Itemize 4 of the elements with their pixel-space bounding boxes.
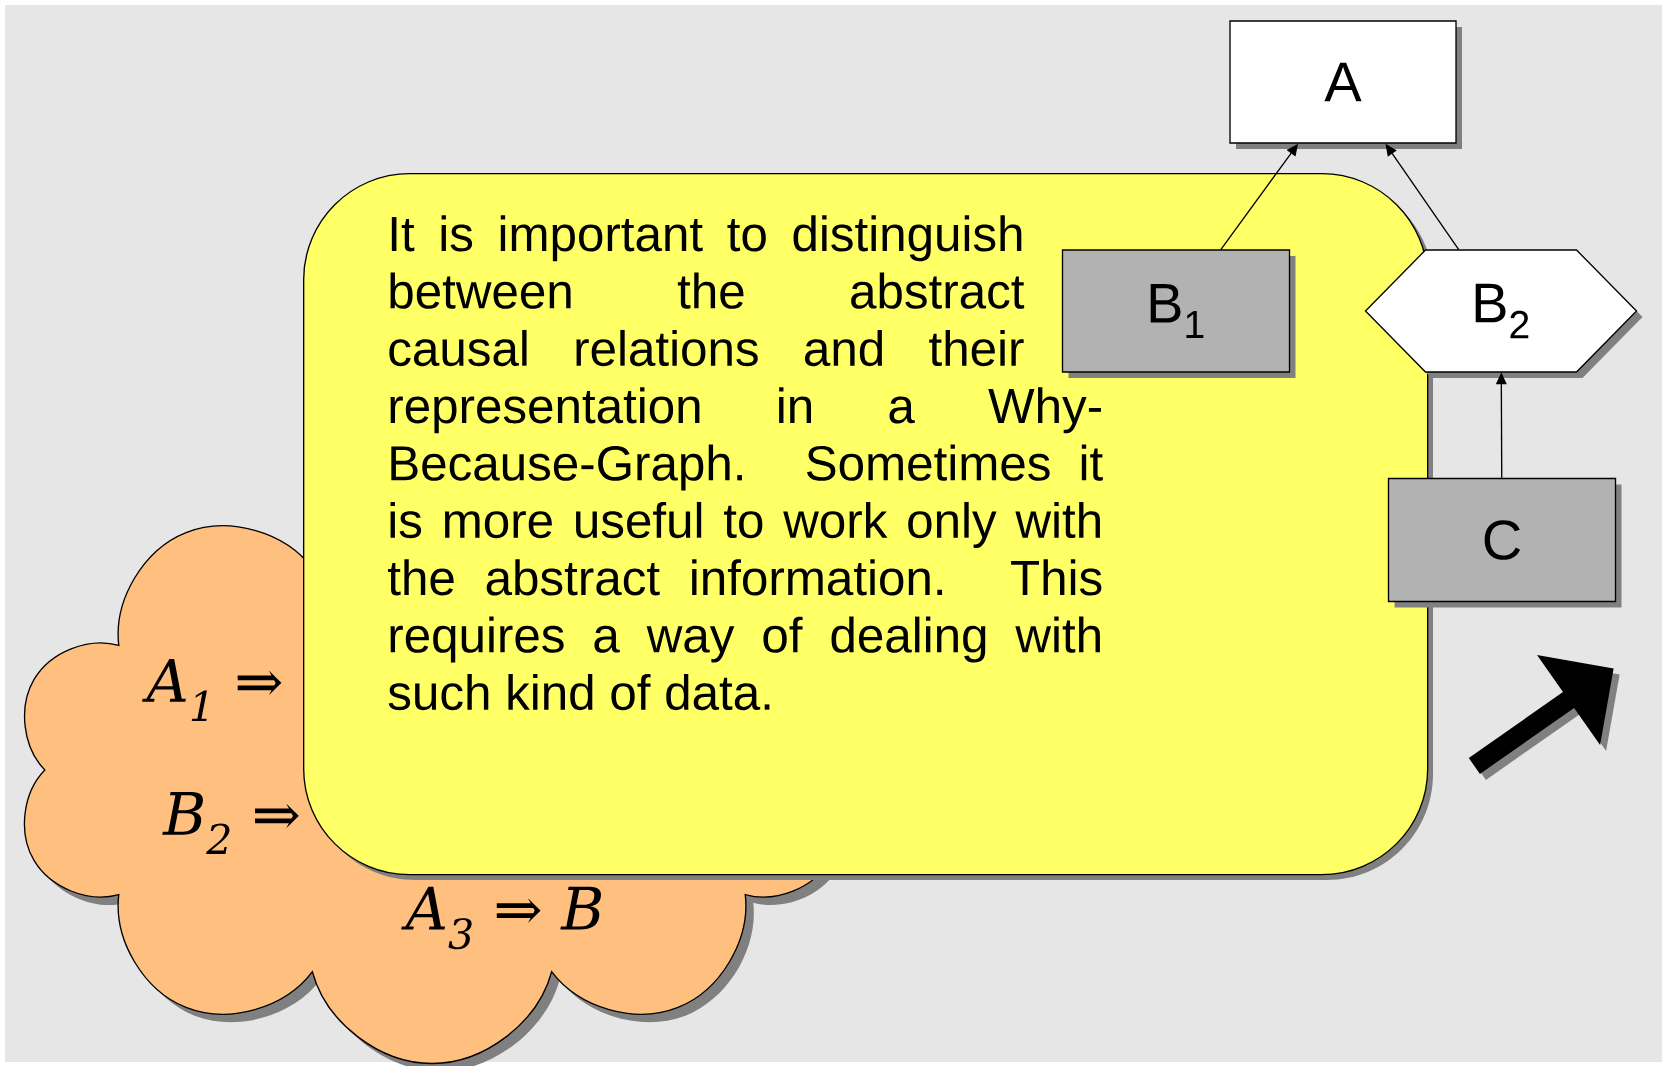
hexagon-node: B$_{2}$	[1364, 249, 1643, 378]
node-box: A	[1229, 20, 1462, 149]
node-box: C	[1387, 477, 1622, 608]
node-box: B$_{1}$	[1061, 249, 1296, 378]
